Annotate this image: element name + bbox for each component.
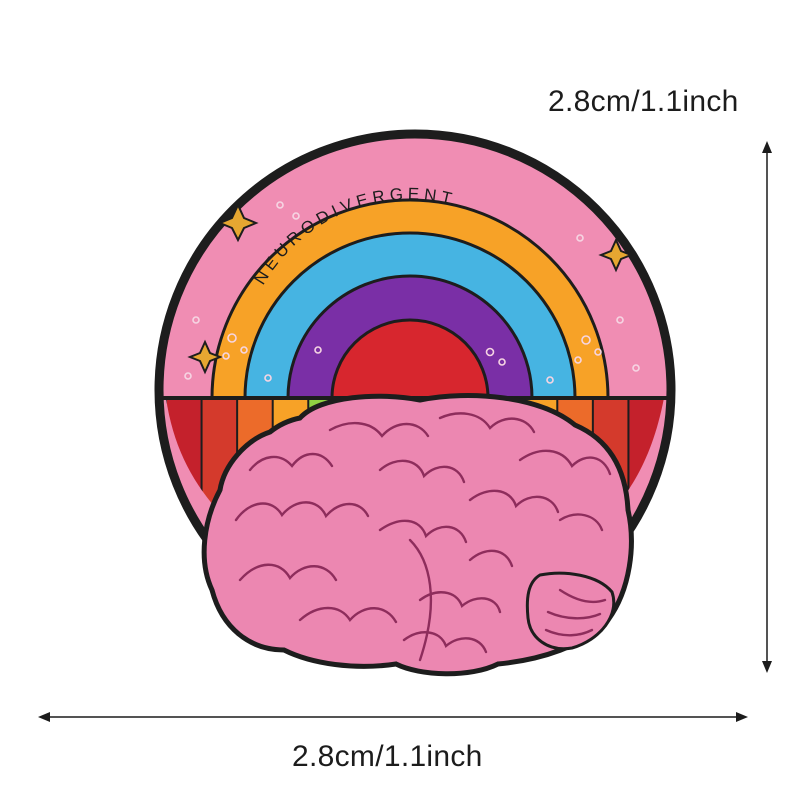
- sparkle-icons: [187, 202, 634, 375]
- height-dimension-label: 2.8cm/1.1inch: [548, 85, 739, 118]
- width-arrow: [38, 712, 748, 722]
- height-arrow: [762, 141, 772, 673]
- rainbow: [210, 198, 610, 400]
- bubble-dots: [184, 201, 640, 384]
- brain-illustration: [201, 393, 634, 677]
- width-dimension-label: 2.8cm/1.1inch: [292, 740, 483, 773]
